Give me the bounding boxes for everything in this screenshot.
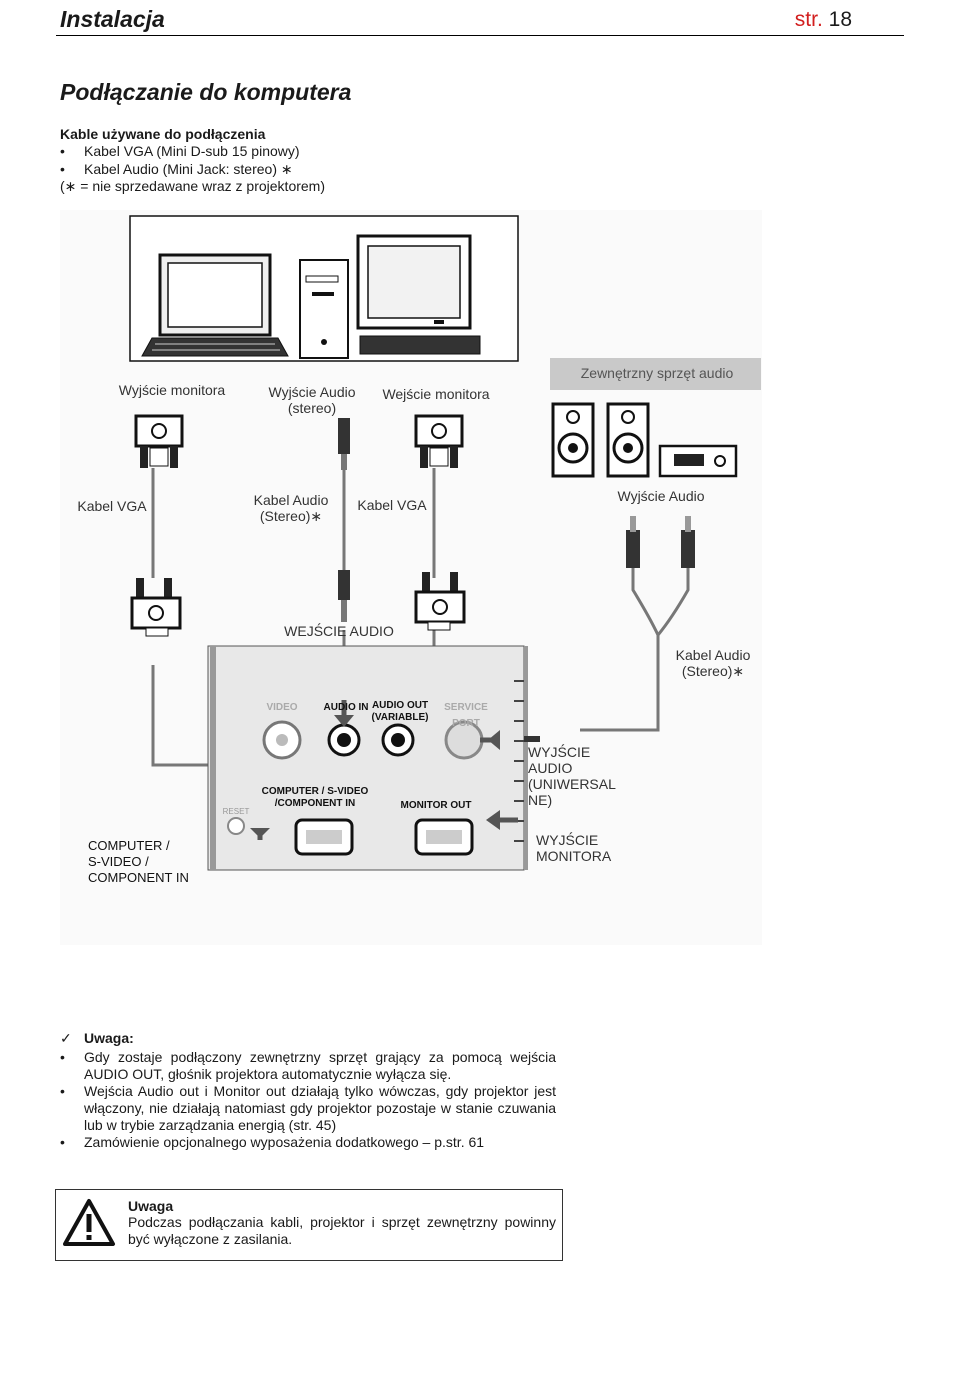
header-divider xyxy=(56,35,904,36)
warning-icon xyxy=(63,1199,115,1246)
page-number: str. 18 xyxy=(795,8,852,32)
arrow-icon xyxy=(334,700,354,727)
cable-item-vga: Kabel VGA (Mini D-sub 15 pinowy) xyxy=(60,143,325,161)
audio-jack-icon xyxy=(338,570,350,622)
panel-side-3: COMPONENT IN xyxy=(88,870,189,885)
speaker-icon xyxy=(551,402,595,478)
panel-label-computer: COMPUTER / S-VIDEO/COMPONENT IN xyxy=(260,786,370,810)
label-audio-cable-2: (Stereo)∗ xyxy=(259,508,323,524)
note-item: Gdy zostaje podłączony zewnętrzny sprzęt… xyxy=(60,1049,556,1083)
label-vga-cable-1: Kabel VGA xyxy=(77,498,147,514)
diagram-graphics xyxy=(129,215,761,871)
label-auo-4: NE) xyxy=(528,792,553,808)
panel-audio-out-2: (VARIABLE) xyxy=(371,712,429,723)
label-external-audio: Zewnętrzny sprzęt audio xyxy=(580,365,734,381)
panel-side-2: S-VIDEO / xyxy=(88,854,149,869)
label-audio-out-2: (stereo) xyxy=(287,400,337,416)
label-auo-1: WYJŚCIE xyxy=(528,744,591,760)
rca-plug-icon xyxy=(681,516,695,568)
page-prefix: str. xyxy=(794,8,823,31)
computer-in-port-icon xyxy=(294,818,354,856)
panel-label-monitor-out: MONITOR OUT xyxy=(400,800,472,811)
label-vga-cable-2: Kabel VGA xyxy=(357,497,427,513)
external-audio-header xyxy=(550,358,761,390)
desktop-monitor-icon xyxy=(356,234,481,355)
cables-footnote: (∗ = nie sprzedawane wraz z projektorem) xyxy=(60,178,326,194)
note-item: Wejścia Audio out i Monitor out działają… xyxy=(60,1083,556,1134)
warning-title: Uwaga xyxy=(128,1198,174,1214)
label-audio-out-universal: WYJŚCIE AUDIO (UNIWERSAL NE) xyxy=(528,744,628,808)
label-audio-cable-1: Kabel Audio xyxy=(253,492,329,508)
audio-jack-icon xyxy=(338,418,350,470)
panel-side-label: COMPUTER / S-VIDEO / COMPONENT IN xyxy=(88,838,208,886)
panel-computer-1: COMPUTER / S-VIDEO xyxy=(261,786,369,797)
label-audio-out-1: Wyjście Audio xyxy=(268,384,356,400)
speaker-icon xyxy=(606,402,650,478)
rca-plug-icon xyxy=(626,516,640,568)
arrow-icon xyxy=(480,730,518,830)
header-title: Instalacja xyxy=(60,6,165,32)
warning-text: Podczas podłączania kabli, projektor i s… xyxy=(128,1214,556,1247)
vga-plug-icon xyxy=(414,572,466,631)
panel-label-audio-in: AUDIO IN xyxy=(323,702,369,713)
vga-plug-icon xyxy=(134,414,184,468)
audio-out-jack-icon xyxy=(381,723,415,757)
amplifier-icon xyxy=(658,444,738,478)
label-audio-cable2-2: (Stereo)∗ xyxy=(681,663,745,679)
label-mo2-1: WYJŚCIE xyxy=(536,832,599,848)
video-jack-icon xyxy=(262,720,302,760)
monitor-out-port-icon xyxy=(414,818,474,856)
panel-label-video: VIDEO xyxy=(266,702,298,713)
note-item: Zamówienie opcjonalnego wyposażenia doda… xyxy=(60,1134,556,1151)
panel-label-audio-out: AUDIO OUT(VARIABLE) xyxy=(370,700,430,724)
cables-heading: Kable używane do podłączenia xyxy=(60,126,266,142)
label-monitor-in: Wejście monitora xyxy=(382,386,490,402)
arrow-icon xyxy=(250,828,270,840)
cables-list: Kabel VGA (Mini D-sub 15 pinowy) Kabel A… xyxy=(60,143,325,196)
page-number-value: 18 xyxy=(828,8,852,31)
label-monitor-out-2: WYJŚCIE MONITORA xyxy=(536,832,636,864)
panel-audio-out-1: AUDIO OUT xyxy=(371,700,429,711)
label-audio-cable-2: Kabel Audio(Stereo)∗ xyxy=(668,647,758,679)
vga-plug-icon xyxy=(130,578,182,637)
label-audio-in: WEJŚCIE AUDIO xyxy=(284,623,394,639)
connection-diagram: Wyjście monitora Wyjście Audio(stereo) W… xyxy=(60,210,762,945)
panel-side-1: COMPUTER / xyxy=(88,838,170,853)
warning-box: Uwaga Podczas podłączania kabli, projekt… xyxy=(55,1189,563,1261)
panel-computer-2: /COMPONENT IN xyxy=(274,798,356,809)
audio-in-jack-icon xyxy=(327,723,361,757)
reset-button-icon xyxy=(227,817,245,835)
label-mo2-2: MONITORA xyxy=(536,848,612,864)
label-auo-3: (UNIWERSAL xyxy=(528,776,616,792)
label-audio-output: Wyjście Audio xyxy=(617,488,705,504)
notes-list: Gdy zostaje podłączony zewnętrzny sprzęt… xyxy=(60,1049,556,1151)
label-auo-2: AUDIO xyxy=(528,760,573,776)
laptop-icon xyxy=(141,253,289,357)
notes-section: Uwaga: Gdy zostaje podłączony zewnętrzny… xyxy=(60,1030,556,1151)
notes-title: Uwaga: xyxy=(60,1030,556,1047)
section-title: Podłączanie do komputera xyxy=(60,79,352,105)
label-monitor-out: Wyjście monitora xyxy=(118,382,226,398)
vga-plug-icon xyxy=(414,414,464,468)
cable-item-audio: Kabel Audio (Mini Jack: stereo) ∗ xyxy=(60,161,325,179)
label-audio-out: Wyjście Audio(stereo) xyxy=(260,384,364,416)
panel-label-reset: RESET xyxy=(222,807,250,816)
tower-icon xyxy=(299,259,349,359)
panel-label-service-port: SERVICE PORT xyxy=(444,702,488,729)
label-audio-cable2-1: Kabel Audio xyxy=(675,647,751,663)
label-audio-cable: Kabel Audio(Stereo)∗ xyxy=(246,492,336,524)
projector-panel xyxy=(207,645,525,871)
